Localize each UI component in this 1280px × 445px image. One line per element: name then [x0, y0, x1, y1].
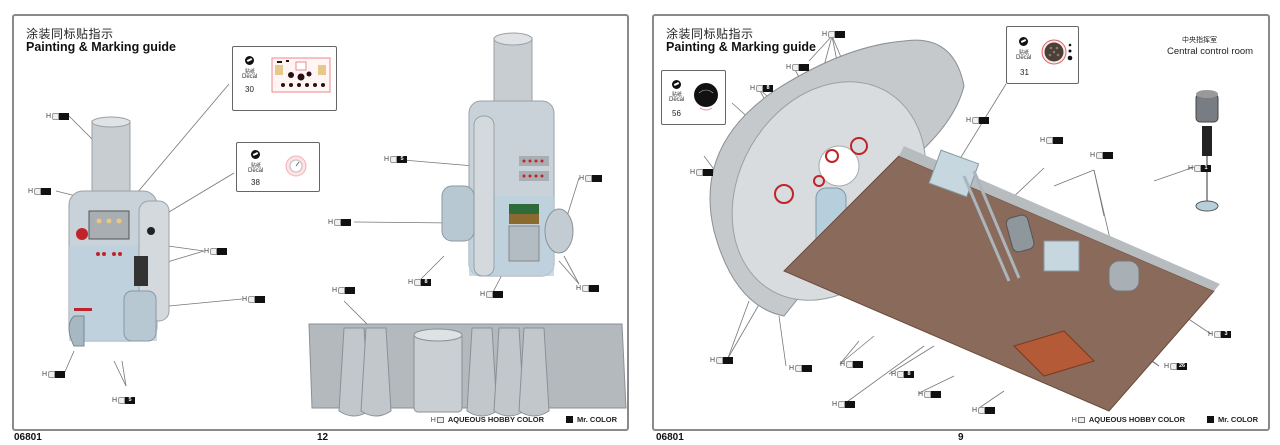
decal-icon — [245, 56, 254, 65]
paint-callout: H — [576, 284, 600, 292]
paint-callout: H — [42, 370, 66, 378]
mr-color-icon — [565, 416, 573, 423]
deck-floor-model — [783, 146, 1220, 412]
paint-callout: H — [1090, 151, 1114, 159]
paint-callout: H — [242, 295, 266, 303]
guide-title-cn: 涂装同标贴指示 — [26, 27, 114, 41]
decal-label-cn: 贴纸 — [672, 92, 683, 98]
round-dial-decal-image — [694, 83, 718, 111]
paint-callout: H — [28, 187, 52, 195]
color-legend: H AQUEOUS HOBBY COLOR Mr. COLOR — [430, 415, 617, 424]
paint-callout: H — [710, 356, 734, 364]
aqueous-color-icon: H — [430, 415, 444, 424]
decal-label: Decal — [242, 74, 258, 80]
decal-number: 56 — [672, 109, 681, 118]
paint-callout: H — [789, 364, 813, 372]
single-gauge-decal-image — [285, 155, 307, 177]
section-caption-cn: 中央指挥室 — [1182, 37, 1217, 44]
paint-callout: H — [786, 63, 810, 71]
color-legend: H AQUEOUS HOBBY COLOR Mr. COLOR — [1071, 415, 1258, 424]
decal-label: Decal — [1016, 55, 1032, 61]
decal-number: 30 — [245, 85, 254, 94]
paint-callout: H — [690, 168, 714, 176]
paint-callout: H — [328, 218, 352, 226]
page-number-left: 12 — [317, 432, 329, 443]
guide-title-en: Painting & Marking guide — [26, 40, 177, 54]
guide-title-en: Painting & Marking guide — [666, 40, 817, 54]
decal-label: Decal — [669, 97, 685, 103]
periscope-part-model — [1195, 90, 1219, 212]
control-room-illustration — [703, 35, 1220, 412]
gauge-panel-decal-image — [271, 57, 331, 93]
decal-label-cn: 贴纸 — [1019, 50, 1030, 56]
product-code-right: 06801 — [656, 432, 684, 443]
guide-title-cn: 涂装同标贴指示 — [666, 27, 754, 41]
paint-callout: H — [840, 360, 864, 368]
round-panel-decal-image — [1041, 39, 1073, 65]
paint-callout: H — [204, 247, 228, 255]
hull-plate-model — [308, 323, 627, 417]
paint-callout: H — [579, 174, 603, 182]
paint-callout: H — [832, 400, 856, 408]
decal-icon — [251, 150, 260, 159]
product-code-left: 06801 — [14, 432, 42, 443]
paint-callout: H — [1040, 136, 1064, 144]
decal-label: Decal — [248, 168, 264, 174]
boiler-model-rear — [441, 32, 574, 277]
decal-number: 31 — [1020, 68, 1029, 77]
aqueous-color-label: AQUEOUS HOBBY COLOR — [447, 415, 544, 424]
paint-callout: H — [966, 116, 990, 124]
decal-reference-box: 贴纸 Decal 30 — [232, 46, 337, 111]
paint-callout: H — [822, 30, 846, 38]
left-page-illustration — [55, 32, 627, 417]
boiler-model-front — [68, 116, 170, 347]
decal-reference-box: 贴纸 Decal 38 — [236, 142, 320, 192]
decal-reference-box: 贴纸 Decal 31 — [1006, 26, 1079, 84]
instruction-page-right: 涂装同标贴指示 Painting & Marking guide 中央指挥室 C… — [652, 14, 1270, 431]
instruction-page-left: 涂装同标贴指示 Painting & Marking guide — [12, 14, 629, 431]
aqueous-color-label: AQUEOUS HOBBY COLOR — [1088, 415, 1185, 424]
decal-reference-box: 贴纸 Decal 56 — [661, 70, 726, 125]
paint-callout: H — [972, 406, 996, 414]
paint-callout: H — [480, 290, 504, 298]
decal-number: 38 — [251, 178, 260, 187]
paint-callout: H — [918, 390, 942, 398]
section-caption-en: Central control room — [1167, 46, 1254, 57]
aqueous-color-icon: H — [1071, 415, 1085, 424]
decal-label-cn: 贴纸 — [245, 69, 256, 75]
paint-callout: H — [46, 112, 70, 120]
page-number-right: 9 — [958, 432, 964, 443]
leader-lines — [703, 35, 1212, 409]
decal-icon — [672, 80, 681, 89]
decal-label-cn: 贴纸 — [251, 163, 262, 169]
decal-icon — [1019, 37, 1028, 46]
mr-color-icon — [1206, 416, 1214, 423]
paint-callout: H — [332, 286, 356, 294]
mr-color-label: Mr. COLOR — [1217, 415, 1258, 424]
mr-color-label: Mr. COLOR — [576, 415, 617, 424]
